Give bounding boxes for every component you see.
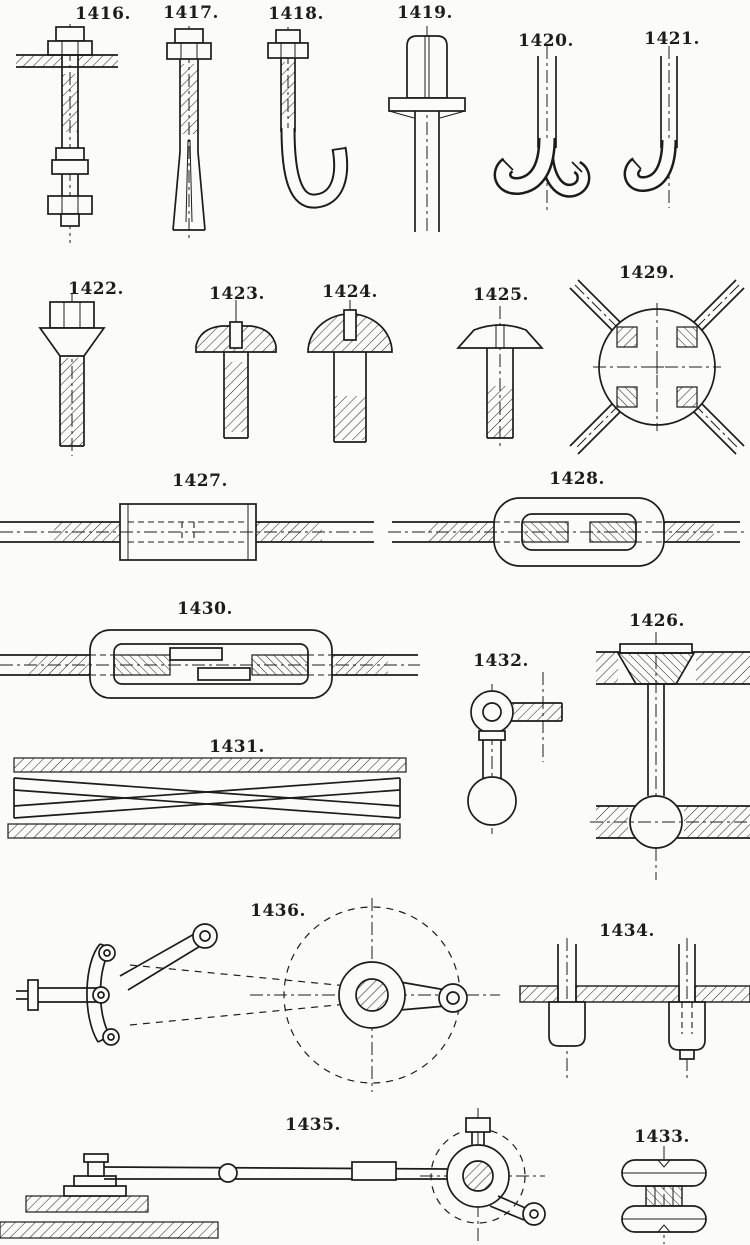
figure-1422-label: 1422. <box>68 279 124 299</box>
figure-1418-drawing <box>267 27 349 209</box>
figure-1428-drawing <box>388 497 748 567</box>
figure-1417-drawing <box>166 26 212 240</box>
figure-1430-label: 1430. <box>177 599 233 619</box>
figure-1416-drawing <box>16 24 118 243</box>
figure-1432-drawing <box>467 672 563 834</box>
figure-1429-drawing <box>569 279 745 455</box>
figure-1433-drawing <box>621 1146 707 1244</box>
figure-1427-label: 1427. <box>172 471 228 491</box>
figure-1427-drawing <box>0 503 374 561</box>
figure-1417-label: 1417. <box>163 3 219 23</box>
figure-1431-label: 1431. <box>209 737 265 757</box>
figure-1426-drawing <box>590 632 750 880</box>
figure-1429-label: 1429. <box>619 263 675 283</box>
figure-1433-label: 1433. <box>634 1127 690 1147</box>
figure-1419-drawing <box>388 26 466 235</box>
figure-1430-drawing <box>0 629 420 699</box>
figure-1419-label: 1419. <box>397 3 453 23</box>
figure-1434-drawing <box>519 938 750 1082</box>
figure-1425-label: 1425. <box>473 285 529 305</box>
figure-1416-label: 1416. <box>75 4 131 24</box>
figure-1424-label: 1424. <box>322 282 378 302</box>
figure-1436-drawing <box>16 898 500 1092</box>
figure-1422-drawing <box>38 294 106 456</box>
figure-1434-label: 1434. <box>599 921 655 941</box>
figure-1424-drawing <box>307 300 393 443</box>
figure-1431-drawing <box>7 757 407 839</box>
figure-1432-label: 1432. <box>473 651 529 671</box>
figure-1426-label: 1426. <box>629 611 685 631</box>
figure-1436-label: 1436. <box>250 901 306 921</box>
figure-1421-drawing <box>623 46 678 208</box>
figure-1423-label: 1423. <box>209 284 265 304</box>
figure-1418-label: 1418. <box>268 4 324 24</box>
figure-1435-label: 1435. <box>285 1115 341 1135</box>
figure-1435-drawing <box>0 1108 546 1243</box>
figure-1421-label: 1421. <box>644 29 700 49</box>
figure-1423-drawing <box>195 300 277 439</box>
figure-1420-label: 1420. <box>518 31 574 51</box>
figure-1425-drawing <box>456 306 544 448</box>
figure-1428-label: 1428. <box>549 469 605 489</box>
figure-1420-drawing <box>493 46 591 214</box>
